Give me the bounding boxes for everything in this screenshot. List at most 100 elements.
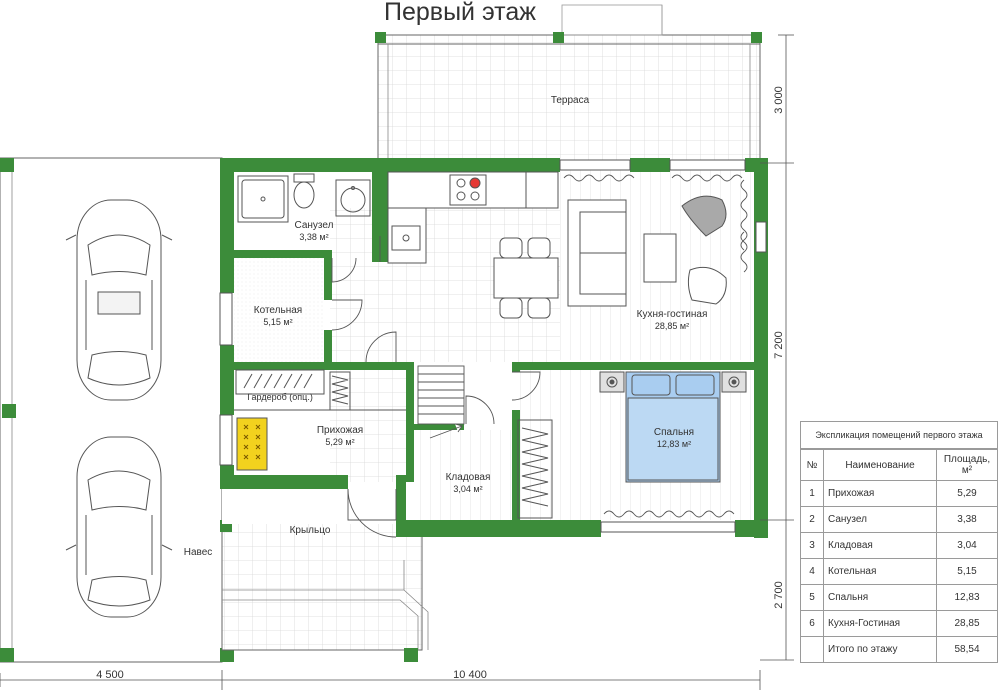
shoe-rack <box>236 417 268 471</box>
row-name: Кладовая <box>823 532 937 559</box>
row-name: Спальня <box>823 584 937 611</box>
carport-post <box>220 648 234 662</box>
kitchen-label: Кухня-гостиная <box>637 309 708 320</box>
windows <box>219 159 767 533</box>
terrace-post <box>375 32 386 43</box>
row-name: Кухня-Гостиная <box>823 610 937 637</box>
dim-right-bottom: 2 700 <box>773 581 785 609</box>
carport-post <box>0 158 14 172</box>
bathroom-label: Санузел <box>295 220 334 231</box>
hall-floor <box>330 362 414 482</box>
dimension-lines <box>0 34 794 690</box>
doors <box>331 236 541 538</box>
row-area: 12,83 <box>936 584 997 611</box>
terrace <box>375 4 762 164</box>
car-icon <box>65 199 173 401</box>
porch-post <box>404 648 418 662</box>
table-header-row: № Наименование Площадь, м² <box>801 449 997 481</box>
dim-bottom-left: 4 500 <box>96 669 124 681</box>
row-name: Прихожая <box>823 480 937 507</box>
coffee-table <box>643 233 677 283</box>
table-row: 1 Прихожая 5,29 <box>801 480 997 507</box>
bathroom-area: 3,38 м² <box>299 232 328 242</box>
window <box>559 159 631 171</box>
table-caption: Экспликация помещений первого этажа <box>801 422 997 449</box>
dim-bottom-main: 10 400 <box>453 669 487 681</box>
terrace-post <box>553 32 564 43</box>
window <box>669 159 746 171</box>
hall-label: Прихожая <box>317 425 363 436</box>
pantry-floor <box>418 430 514 522</box>
bed-icon <box>625 371 721 483</box>
plan-title: Первый этаж <box>384 0 536 26</box>
row-num: 2 <box>801 506 824 533</box>
porch <box>220 519 429 662</box>
pantry-shelves <box>517 419 553 519</box>
dining-table <box>493 237 559 319</box>
room-schedule-table: Экспликация помещений первого этажа № На… <box>800 421 998 663</box>
row-area: 3,38 <box>936 506 997 533</box>
bedroom-label: Спальня <box>654 427 694 438</box>
dim-right-middle: 7 200 <box>773 331 785 359</box>
porch-label: Крыльцо <box>290 525 331 536</box>
table-row: 3 Кладовая 3,04 <box>801 532 997 559</box>
row-area: 5,15 <box>936 558 997 585</box>
row-num: 1 <box>801 480 824 507</box>
wardrobe-rail <box>235 369 351 411</box>
row-area: 28,85 <box>936 610 997 637</box>
pantry-label: Кладовая <box>446 472 491 483</box>
row-name: Санузел <box>823 506 937 533</box>
toilet-icon <box>293 173 315 209</box>
kitchen-area: 28,85 м² <box>655 321 689 331</box>
carport-post <box>0 648 14 662</box>
header-area: Площадь, м² <box>936 449 997 481</box>
bedroom-area: 12,83 м² <box>657 439 691 449</box>
row-area: 3,04 <box>936 532 997 559</box>
table-row: 4 Котельная 5,15 <box>801 558 997 585</box>
window <box>219 414 233 466</box>
walls <box>220 158 768 538</box>
window <box>600 521 736 533</box>
nightstand-icon <box>599 371 747 393</box>
table-row: 2 Санузел 3,38 <box>801 506 997 533</box>
armchair-icon <box>681 195 727 305</box>
shower-tray <box>237 175 289 223</box>
row-num: 5 <box>801 584 824 611</box>
boiler-area: 5,15 м² <box>263 317 292 327</box>
row-area: 5,29 <box>936 480 997 507</box>
car-icon <box>65 436 173 618</box>
row-num: 6 <box>801 610 824 637</box>
staircase <box>417 365 465 439</box>
carport <box>0 157 234 663</box>
curtains <box>563 174 748 518</box>
table-row: 6 Кухня-Гостиная 28,85 <box>801 610 997 637</box>
total-name: Итого по этажу <box>823 636 937 662</box>
pantry-area: 3,04 м² <box>453 484 482 494</box>
header-name: Наименование <box>823 449 937 481</box>
sofa-icon <box>567 199 627 307</box>
row-num: 3 <box>801 532 824 559</box>
terrace-label: Терраса <box>551 95 590 106</box>
total-area: 58,54 <box>936 636 997 662</box>
washbasin-icon <box>335 179 371 217</box>
window <box>219 292 233 346</box>
carport-post <box>2 404 16 418</box>
kitchen-sink-icon <box>391 225 421 251</box>
dim-right-top: 3 000 <box>773 86 785 114</box>
table-row: 5 Спальня 12,83 <box>801 584 997 611</box>
header-num: № <box>801 449 824 481</box>
wardrobe-label: Гардероб (опц.) <box>247 392 313 402</box>
window <box>755 221 767 253</box>
canopy-label: Навес <box>184 547 213 558</box>
boiler-floor <box>234 258 324 362</box>
terrace-post <box>751 32 762 43</box>
cooktop-icon <box>449 174 487 206</box>
row-name: Котельная <box>823 558 937 585</box>
boiler-label: Котельная <box>254 305 302 316</box>
schedule-grid: № Наименование Площадь, м² 1 Прихожая 5,… <box>801 449 997 662</box>
hall-area: 5,29 м² <box>325 437 354 447</box>
total-num <box>801 636 824 662</box>
table-total-row: Итого по этажу 58,54 <box>801 636 997 662</box>
row-num: 4 <box>801 558 824 585</box>
